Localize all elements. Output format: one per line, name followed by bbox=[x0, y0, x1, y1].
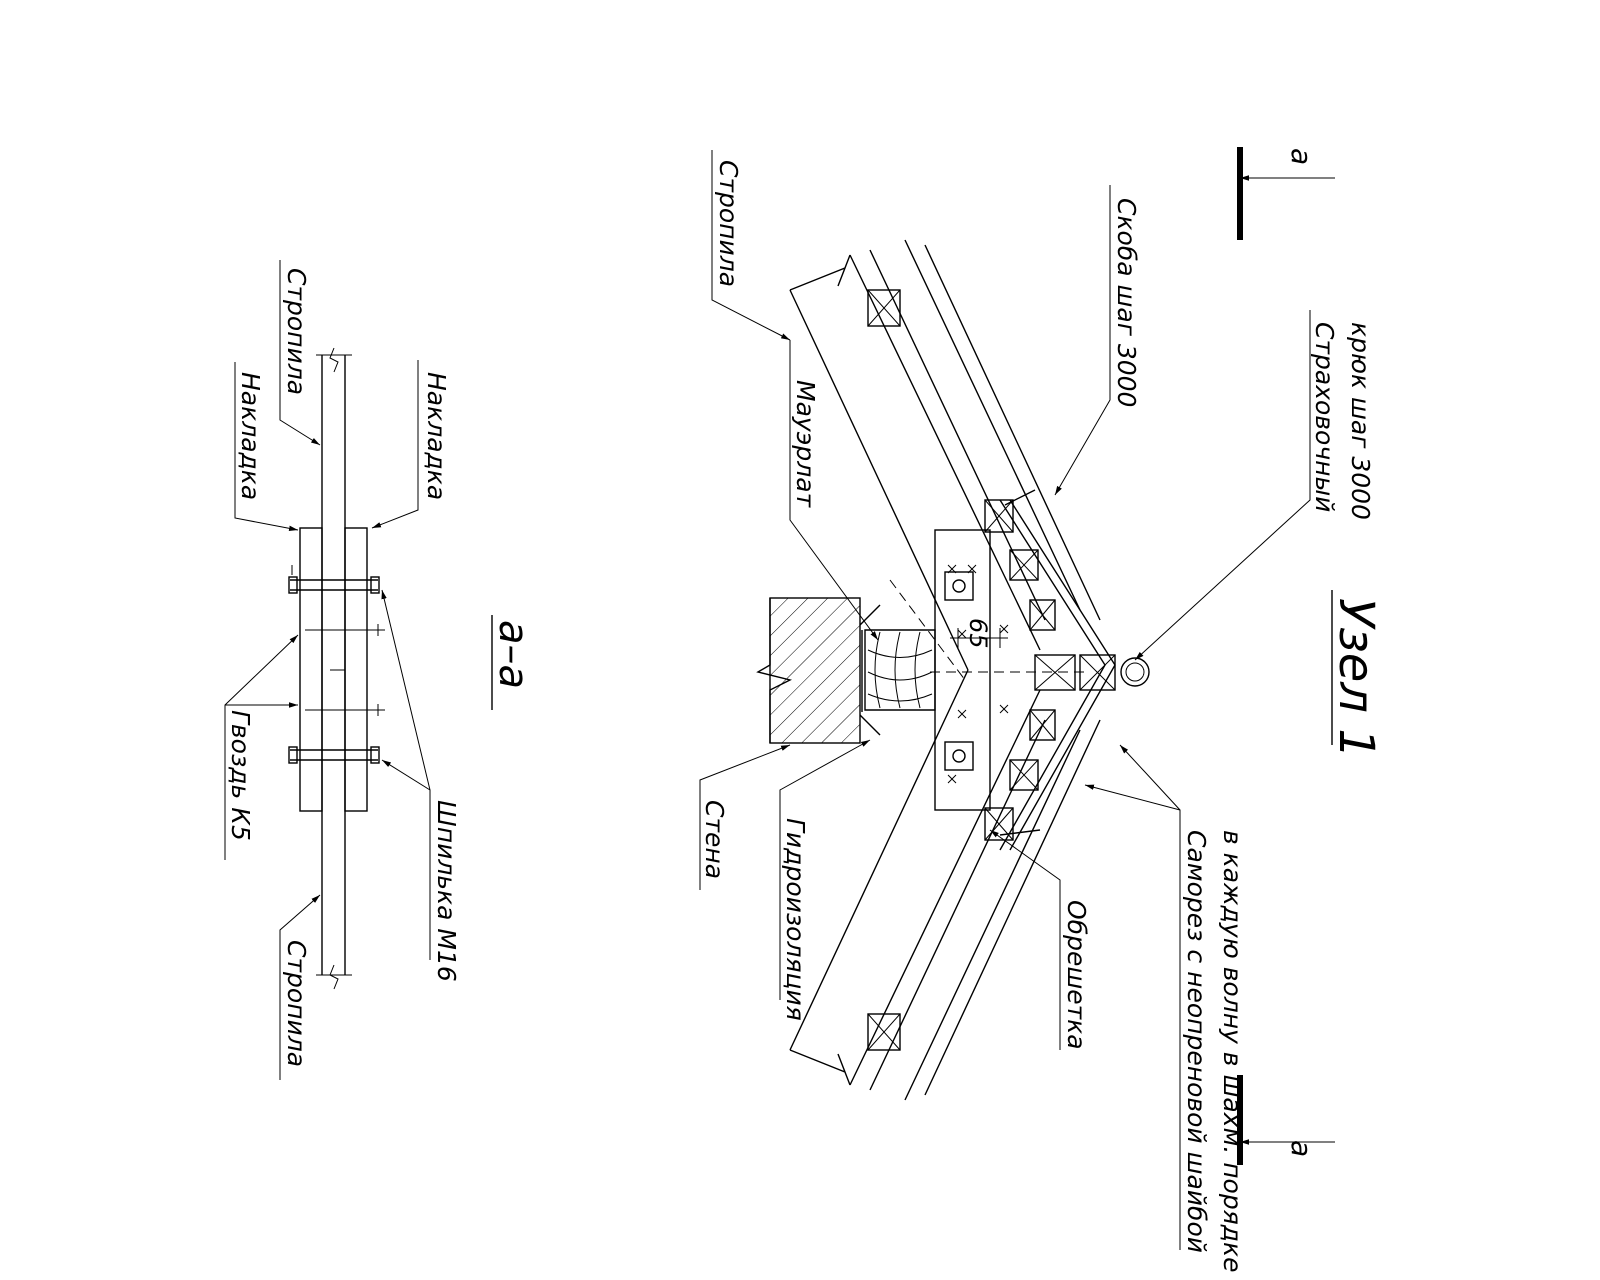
lathing-lower bbox=[867, 709, 1101, 1101]
label-bracket: Скоба шаг 3000 bbox=[1112, 198, 1141, 407]
label-mauerlat: Мауэрлат bbox=[791, 380, 820, 509]
node-1: а а Узел 1 bbox=[699, 147, 1384, 1273]
break-mark-top bbox=[329, 347, 339, 373]
section-plate-right bbox=[344, 527, 368, 812]
leader-safety-hook bbox=[1134, 310, 1311, 661]
leader-rafter bbox=[711, 150, 791, 341]
leader-mauerlat bbox=[789, 340, 879, 641]
section-stud-bottom bbox=[288, 746, 380, 764]
bracket-hook bbox=[1004, 489, 1036, 506]
label-waterproofing: Гидроизоляция bbox=[781, 818, 810, 1021]
break-mark-bottom bbox=[329, 964, 339, 990]
label-section-nail: Гвоздь К5 bbox=[226, 710, 255, 841]
leader-wall bbox=[699, 744, 791, 890]
label-line-1: Саморез с неопреновой шайбой bbox=[1182, 830, 1211, 1253]
leader-lathing bbox=[989, 829, 1061, 1050]
label-wall: Стена bbox=[700, 800, 729, 879]
label-section-rafter-top: Стропила bbox=[282, 268, 311, 395]
safety-hook-ring bbox=[1120, 657, 1150, 687]
ridge-cover bbox=[1009, 499, 1116, 851]
waterproofing-edge-lower bbox=[859, 714, 881, 736]
leader-waterproofing bbox=[779, 739, 871, 1000]
label-line-2: крюк шаг 3000 bbox=[1346, 322, 1375, 520]
cut-label-top: а bbox=[1285, 148, 1318, 165]
lathing-upper bbox=[867, 239, 1101, 631]
rafter-lower bbox=[789, 669, 1041, 1086]
wall bbox=[756, 597, 861, 744]
section-title: а–а bbox=[490, 620, 536, 689]
rafter-upper bbox=[789, 254, 1041, 671]
dimension-value: 65 bbox=[964, 618, 992, 649]
bolt-upper bbox=[944, 571, 974, 601]
section-plate-left bbox=[299, 527, 323, 812]
leader-bracket bbox=[1054, 185, 1111, 496]
waterproofing-edge-upper bbox=[859, 604, 881, 626]
label-section-rafter-bottom: Стропила bbox=[282, 940, 311, 1067]
cut-label-bottom: а bbox=[1285, 1140, 1318, 1157]
label-section-plate-left: Накладка bbox=[236, 372, 265, 500]
label-line-1: Страховочный bbox=[1310, 322, 1339, 512]
mauerlat bbox=[864, 629, 936, 711]
label-section-plate-right: Накладка bbox=[422, 372, 451, 500]
label-section-stud: Шпилька М16 bbox=[432, 800, 461, 982]
label-rafter: Стропила bbox=[714, 160, 743, 287]
bolt-lower bbox=[944, 741, 974, 771]
section-a-a: Стропила Накладка Накладка Гвоздь К5 Шпи… bbox=[224, 260, 536, 1080]
label-lathing: Обрешетка bbox=[1062, 900, 1091, 1050]
leader-screw bbox=[1119, 744, 1181, 1250]
section-stud-top bbox=[288, 565, 380, 594]
label-line-2: в каждую волну в шахм. порядке bbox=[1218, 830, 1247, 1273]
node-title: Узел 1 bbox=[1328, 598, 1384, 759]
